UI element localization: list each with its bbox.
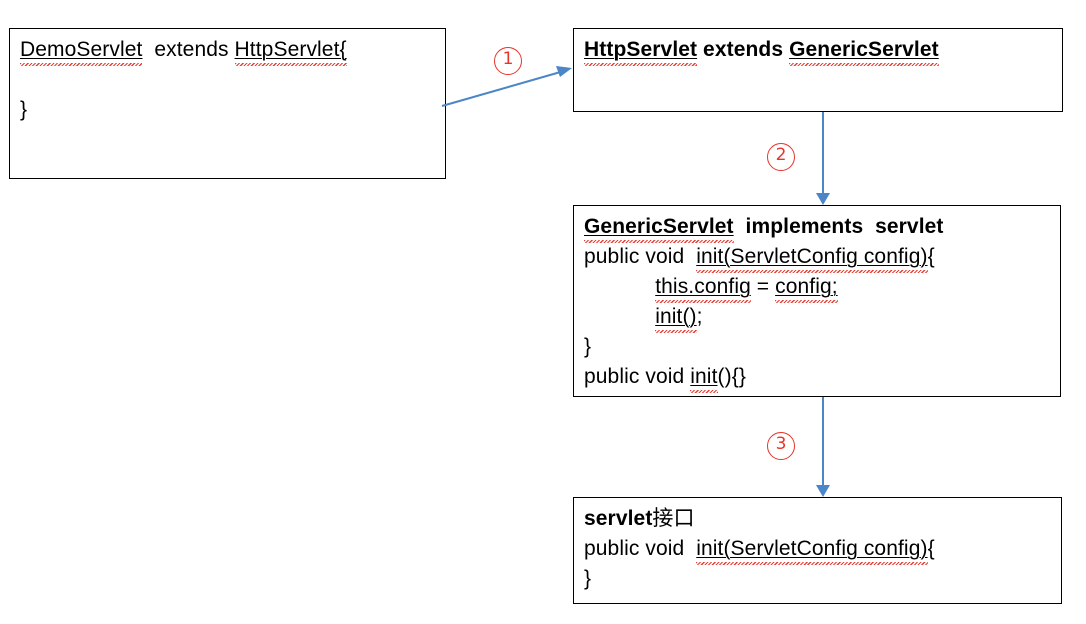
code-token: }	[584, 567, 592, 590]
arrow-line	[441, 70, 565, 107]
code-token: (){}	[717, 365, 746, 388]
code-line: this.config = config;	[584, 272, 1060, 302]
code-line	[20, 65, 445, 95]
step-marker-label: 1	[502, 49, 514, 69]
code-token: ;	[696, 305, 703, 328]
code-token	[584, 275, 655, 298]
code-token: HttpServlet{	[234, 38, 347, 61]
code-token: GenericServlet	[789, 38, 939, 61]
code-token: public void	[584, 245, 697, 268]
code-line: servlet接口	[584, 504, 1061, 534]
code-token: }	[20, 98, 28, 121]
code-token: extends	[142, 38, 235, 61]
arrow-demoservlet-to-httpservlet	[441, 66, 572, 107]
code-token: =	[750, 275, 776, 298]
code-token: servlet	[584, 507, 653, 530]
code-token: {	[927, 245, 935, 268]
arrow-head	[816, 193, 830, 205]
arrow-head	[816, 485, 830, 497]
code-line: GenericServlet implements servlet	[584, 212, 1060, 242]
code-token: HttpServlet	[584, 38, 698, 61]
code-token: {	[927, 537, 935, 560]
step-marker-2: 2	[767, 143, 795, 171]
code-token: init(ServletConfig config)	[696, 245, 928, 268]
code-token: public void	[584, 365, 691, 388]
code-token: DemoServlet	[20, 38, 143, 61]
step-marker-label: 3	[775, 434, 787, 454]
code-line: }	[584, 564, 1061, 594]
code-token	[584, 305, 655, 328]
arrow-head	[556, 66, 572, 77]
code-line: DemoServlet extends HttpServlet{	[20, 35, 445, 65]
code-line: }	[20, 95, 445, 125]
code-token: 接口	[652, 507, 695, 530]
code-line: public void init(){}	[584, 362, 1060, 392]
code-token: init(ServletConfig config)	[696, 537, 928, 560]
code-token: implements servlet	[733, 215, 944, 238]
code-line: init();	[584, 302, 1060, 332]
code-token: init	[690, 365, 718, 388]
code-line: public void init(ServletConfig config){	[584, 534, 1061, 564]
arrow-httpservlet-to-genericservlet	[816, 112, 830, 205]
code-line: public void init(ServletConfig config){	[584, 242, 1060, 272]
code-token: }	[584, 335, 592, 358]
step-marker-1: 1	[494, 47, 522, 75]
code-token: extends	[697, 38, 790, 61]
box-httpservlet[interactable]: HttpServlet extends GenericServlet	[573, 28, 1063, 112]
code-token: init()	[655, 305, 697, 328]
code-token: public void	[584, 537, 697, 560]
code-token: this.config	[655, 275, 751, 298]
box-demoservlet[interactable]: DemoServlet extends HttpServlet{ }	[9, 28, 446, 179]
code-line: }	[584, 332, 1060, 362]
arrow-genericservlet-to-servlet	[816, 397, 830, 497]
step-marker-label: 2	[775, 145, 787, 165]
code-line: HttpServlet extends GenericServlet	[584, 35, 1062, 65]
code-token: config;	[775, 275, 838, 298]
code-token: GenericServlet	[584, 215, 734, 238]
step-marker-3: 3	[767, 432, 795, 460]
